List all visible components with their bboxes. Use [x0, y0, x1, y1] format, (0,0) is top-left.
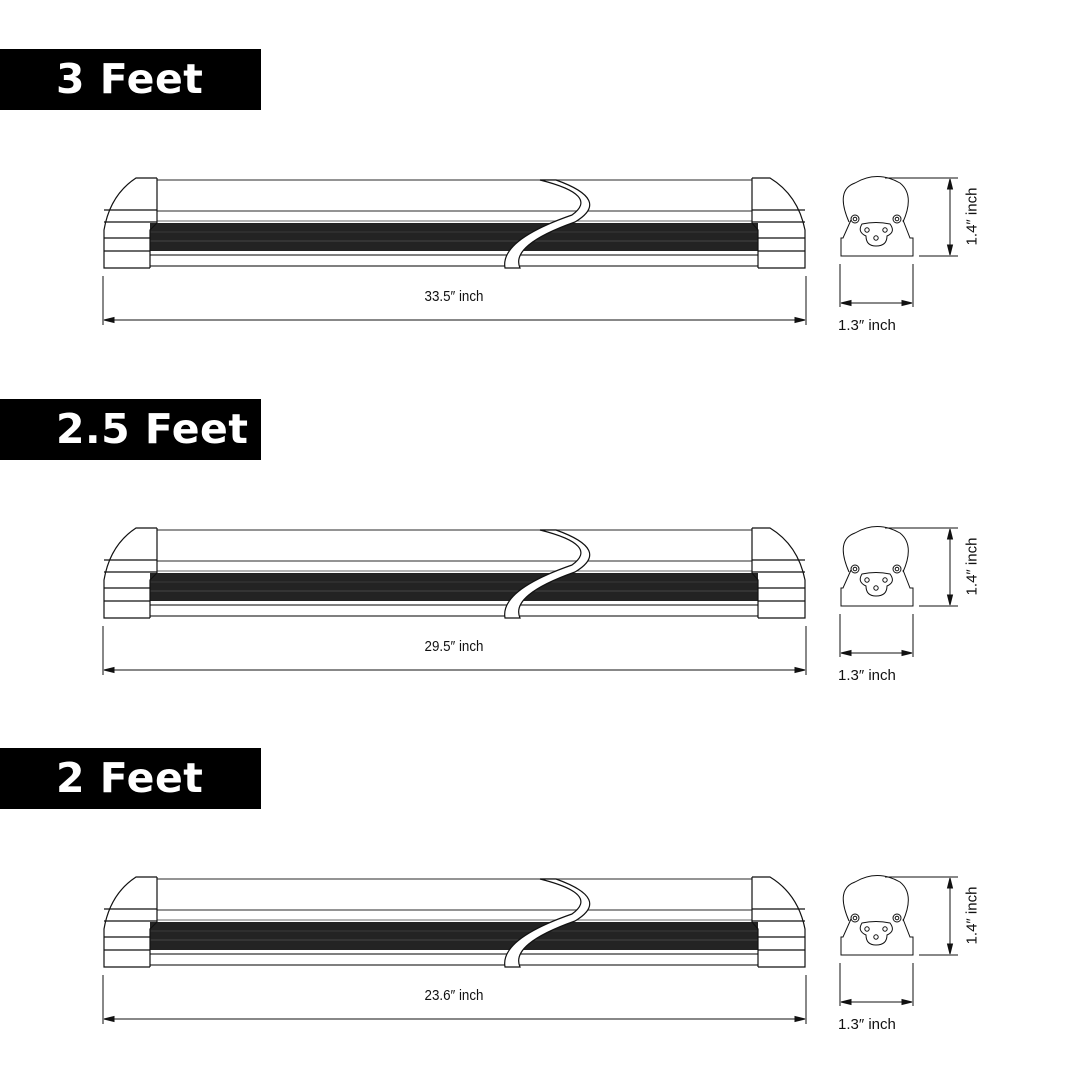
- height-dimension: [885, 876, 958, 956]
- width-label: 1.3″ inch: [838, 667, 896, 684]
- width-dimension: [839, 614, 914, 657]
- size-label-badge: 2.5 Feet: [0, 399, 261, 460]
- length-dimension: [102, 276, 807, 325]
- tube-side-view: [103, 177, 806, 269]
- size-label-badge: 3 Feet: [0, 49, 261, 110]
- width-label: 1.3″ inch: [838, 317, 896, 334]
- section-2-5-feet: 2.5 Feet: [0, 350, 1080, 700]
- cross-section-view: [840, 526, 914, 607]
- length-label: 33.5″ inch: [424, 289, 484, 305]
- tube-drawing: [102, 176, 958, 325]
- section-3-feet: 3 Feet: [0, 0, 1080, 350]
- length-label: 23.6″ inch: [424, 988, 484, 1004]
- tube-drawing: [102, 526, 958, 675]
- size-label-badge: 2 Feet: [0, 748, 261, 809]
- tube-drawing: [102, 875, 958, 1024]
- length-dimension: [102, 975, 807, 1024]
- tube-side-view: [103, 876, 806, 968]
- width-label: 1.3″ inch: [838, 1016, 896, 1033]
- height-dimension: [885, 527, 958, 607]
- height-dimension: [885, 177, 958, 257]
- size-label: 2 Feet: [56, 754, 204, 802]
- section-2-feet: 2 Feet: [0, 699, 1080, 1049]
- cross-section-view: [840, 875, 914, 956]
- tube-side-view: [103, 527, 806, 619]
- size-label: 3 Feet: [56, 55, 204, 103]
- size-label: 2.5 Feet: [56, 405, 249, 453]
- height-label: 1.4″ inch: [963, 187, 981, 246]
- length-label: 29.5″ inch: [424, 639, 484, 655]
- width-dimension: [839, 264, 914, 307]
- length-dimension: [102, 626, 807, 675]
- height-label: 1.4″ inch: [963, 537, 981, 596]
- height-label: 1.4″ inch: [963, 886, 981, 945]
- width-dimension: [839, 963, 914, 1006]
- cross-section-view: [840, 176, 914, 257]
